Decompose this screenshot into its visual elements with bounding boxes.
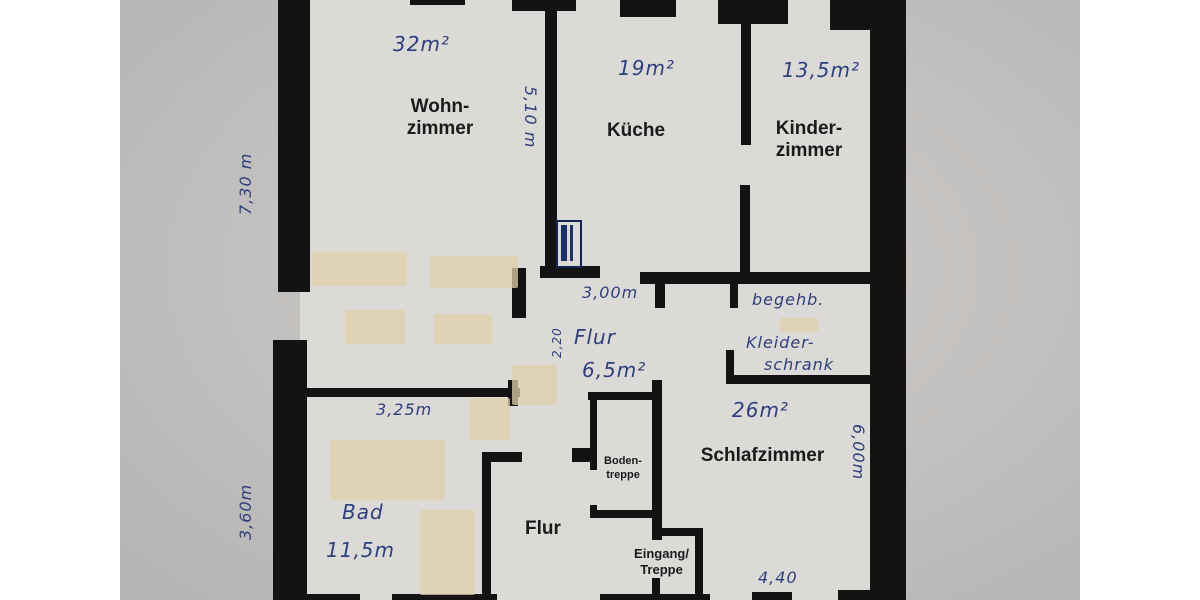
tape-patch: [345, 310, 405, 344]
label-line: zimmer: [406, 118, 474, 139]
wall-eingang-stub: [652, 578, 660, 600]
room-label-kinderzimmer: Kinder- zimmer: [764, 118, 854, 162]
tape-patch: [430, 256, 518, 288]
wall-bottom-4: [752, 592, 792, 600]
fridge-icon: [556, 220, 582, 268]
tape-patch: [434, 314, 492, 344]
dimension-schlafzimmer-depth: 6,00m: [849, 424, 868, 481]
tape-patch: [780, 318, 818, 332]
wall-top-right: [830, 0, 906, 30]
floor-area: [300, 0, 885, 600]
dimension-schlafzimmer-width: 4,40: [758, 568, 798, 587]
label-line: zimmer: [775, 140, 843, 161]
area-kueche: 19m²: [618, 56, 675, 80]
wall-boden-stub: [572, 448, 594, 462]
label-line: Eingang/: [634, 546, 689, 561]
area-flur-upper: 6,5m²: [582, 358, 647, 382]
wall-bottom-3: [600, 594, 710, 600]
wall-top-2: [512, 0, 576, 11]
closet-label-line2: Kleider-: [746, 333, 815, 352]
label-line: treppe: [606, 469, 640, 481]
wall-left-upper: [278, 0, 310, 292]
dimension-bad-width: 3,25m: [376, 400, 433, 419]
wall-closet-bottom: [726, 375, 876, 384]
wall-bad-flur-top: [482, 452, 522, 462]
room-label-schlafzimmer: Schlafzimmer: [700, 445, 825, 466]
closet-label-line3: schrank: [764, 355, 835, 374]
wall-bottom-2: [392, 594, 497, 600]
area-wohnzimmer: 32m²: [393, 32, 450, 56]
wall-closet-stub: [730, 280, 738, 308]
tape-patch: [330, 440, 445, 500]
room-label-kueche: Küche: [606, 120, 666, 141]
wall-closet-left: [726, 350, 734, 382]
wall-kueche-kinder-lower: [740, 185, 750, 277]
wall-kueche-kinder-upper: [741, 20, 751, 145]
wall-eingang-top: [652, 528, 702, 536]
wall-boden-bottom-stub: [590, 505, 597, 517]
wall-flur-top-right: [640, 272, 875, 284]
dimension-wohnzimmer-depth: 5,10 m: [521, 86, 540, 149]
dimension-left-upper: 7,30 m: [236, 152, 255, 215]
dimension-left-lower: 3,60m: [236, 483, 255, 540]
dimension-flur-small: 2,20: [550, 327, 564, 358]
wall-bottom-5: [838, 590, 906, 600]
tape-patch: [420, 510, 475, 595]
dimension-flur-width: 3,00m: [582, 283, 639, 302]
wall-flur-stub: [655, 280, 665, 308]
wall-bottom-1: [300, 594, 360, 600]
wall-right: [870, 0, 906, 600]
tape-patch: [312, 252, 407, 286]
wall-left-lower: [273, 340, 307, 600]
label-line: Wohn-: [410, 96, 470, 117]
wall-bad-top: [305, 388, 520, 397]
wall-kueche-bottom: [540, 266, 600, 278]
wall-boden-left: [590, 392, 597, 470]
room-label-eingang: Eingang/ Treppe: [624, 546, 699, 578]
wall-top-1: [410, 0, 465, 5]
area-kinderzimmer: 13,5m²: [782, 58, 861, 82]
tape-patch: [470, 398, 510, 440]
tape-patch: [512, 365, 557, 405]
room-label-flur-lower: Flur: [525, 518, 561, 539]
wall-boden-bottom: [590, 510, 658, 518]
wall-top-3: [620, 0, 676, 17]
label-line: Treppe: [640, 562, 683, 577]
room-label-wohnzimmer: Wohn- zimmer: [390, 96, 490, 140]
wall-schlaf-left: [652, 380, 662, 540]
wall-boden-top: [588, 392, 658, 400]
area-schlafzimmer: 26m²: [732, 398, 789, 422]
room-label-bad: Bad: [342, 500, 384, 524]
closet-label-line1: begehb.: [752, 290, 825, 309]
wall-eingang-right: [695, 528, 703, 600]
wall-wohn-kueche: [545, 0, 557, 270]
area-bad: 11,5m: [326, 538, 396, 562]
wall-top-4: [718, 0, 788, 24]
room-label-flur-upper: Flur: [574, 325, 616, 349]
label-line: Boden-: [604, 455, 642, 467]
wall-bad-flur: [482, 455, 491, 600]
room-label-bodentreppe: Boden- treppe: [598, 454, 648, 482]
label-line: Kinder-: [775, 118, 843, 139]
